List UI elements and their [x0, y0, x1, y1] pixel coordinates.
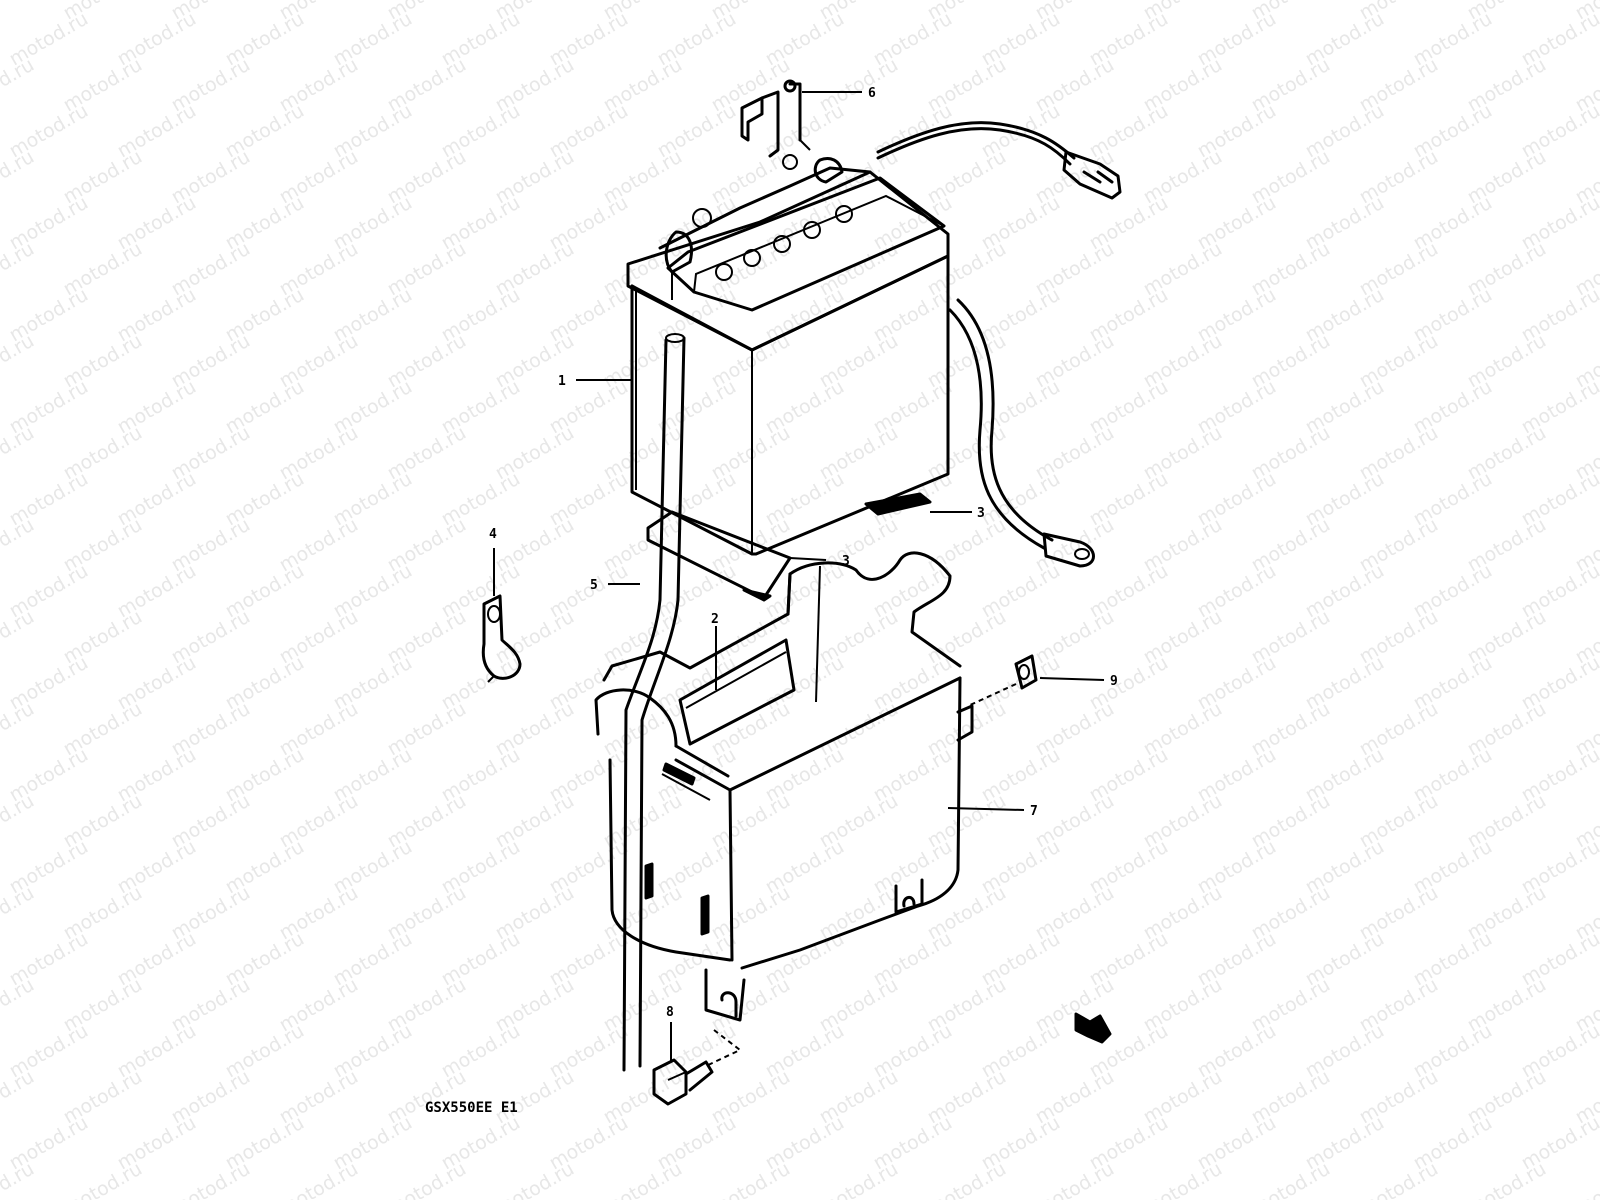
- watermark-text: motod.ru: [0, 514, 38, 577]
- watermark-text: motod.ru: [492, 1158, 578, 1200]
- battery-tray: [594, 551, 974, 1067]
- clip-nut: [967, 654, 1038, 707]
- leader-lines: [493, 91, 1105, 1062]
- callout-6: 6: [868, 86, 876, 101]
- tray-pad: [678, 638, 796, 746]
- callouts: 1 2 3 3 4 5 6 7 8 9: [489, 86, 1118, 1020]
- watermark-text: motod.ru: [0, 974, 38, 1037]
- hose-clamp: [481, 594, 522, 683]
- watermark-text: motod.ru: [924, 1158, 1010, 1200]
- watermark-text: motod.ru: [384, 1158, 470, 1200]
- watermark-text: motod.ru: [816, 1158, 902, 1200]
- watermark-text: motod.ru: [276, 1158, 362, 1200]
- terminal-clamp: [740, 79, 802, 158]
- watermark-text: motod.ru: [1032, 1158, 1118, 1200]
- callout-9: 9: [1110, 674, 1118, 689]
- watermark-text: motod.ru: [0, 1066, 38, 1129]
- callout-3-lower: 3: [842, 554, 850, 569]
- wire-harness: [876, 121, 1122, 200]
- callout-3-upper: 3: [977, 506, 985, 521]
- callout-7: 7: [1030, 804, 1038, 819]
- watermark-text: motod.ru: [0, 54, 38, 117]
- watermark-text: motod.ru: [1140, 1158, 1226, 1200]
- battery: [626, 154, 950, 556]
- mounting-bolt: [652, 1058, 714, 1106]
- watermark-text: motod.ru: [0, 0, 38, 24]
- callout-5: 5: [590, 578, 598, 593]
- watermark-text: motod.ru: [0, 146, 38, 209]
- model-code-label: GSX550EE E1: [425, 1100, 518, 1116]
- watermark-text: motod.ru: [0, 238, 38, 301]
- watermark-text: motod.ru: [0, 882, 38, 945]
- rubber-pad-lower: [646, 510, 792, 602]
- watermark-text: motod.ru: [1572, 1158, 1600, 1200]
- watermark-text: motod.ru: [168, 1158, 254, 1200]
- arrow-pointer-icon: [1074, 1012, 1112, 1044]
- watermark-text: motod.ru: [600, 1158, 686, 1200]
- watermark-text: motod.ru: [0, 422, 38, 485]
- watermark-text: motod.ru: [1464, 1158, 1550, 1200]
- watermark-text: motod.ru: [1356, 1158, 1442, 1200]
- watermark-text: motod.ru: [0, 606, 38, 669]
- watermark-text: motod.ru: [1248, 1158, 1334, 1200]
- watermark-text: motod.ru: [60, 1158, 146, 1200]
- watermark-text: motod.ru: [708, 1158, 794, 1200]
- rubber-pad-right: [864, 492, 932, 516]
- callout-8: 8: [666, 1005, 674, 1020]
- callout-4: 4: [489, 527, 497, 542]
- ground-cable: [948, 298, 1095, 568]
- watermark-text: motod.ru: [0, 790, 38, 853]
- callout-1: 1: [558, 374, 566, 389]
- callout-2: 2: [711, 612, 719, 627]
- watermark-text: motod.ru: [0, 330, 38, 393]
- watermark-text: motod.ru: [0, 698, 38, 761]
